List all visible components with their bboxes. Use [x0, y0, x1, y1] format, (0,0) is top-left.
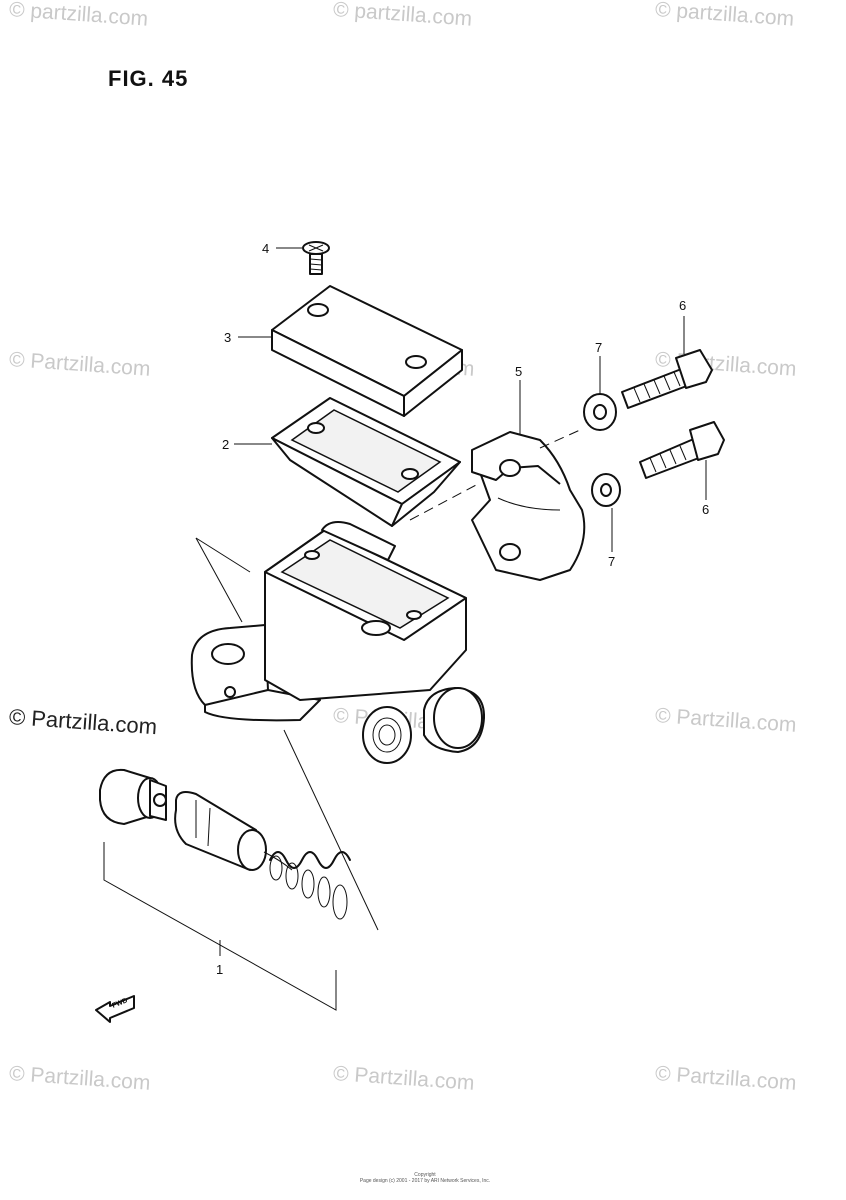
dashed-axis — [539, 429, 581, 449]
footer: Copyright Page design (c) 2001 - 2017 by… — [330, 1172, 520, 1184]
footer-credit: Page design (c) 2001 - 2017 by ARI Netwo… — [359, 1178, 491, 1184]
spring-part — [269, 851, 351, 920]
diaphragm-part — [271, 397, 461, 527]
master-cylinder-body — [190, 521, 486, 764]
dashed-axis — [195, 537, 243, 623]
callout-5: 5 — [515, 364, 523, 379]
dashed-axis — [283, 729, 379, 931]
footer-copyright: Copyright — [414, 1172, 436, 1178]
callout-1: 1 — [216, 962, 224, 977]
bracket-line — [103, 842, 337, 1011]
callout-7-top: 7 — [595, 340, 603, 355]
clamp-part — [471, 431, 586, 581]
callout-4: 4 — [262, 241, 270, 256]
callout-2: 2 — [222, 437, 230, 452]
callout-6-bottom: 6 — [702, 502, 710, 517]
fwd-arrow-icon — [95, 995, 135, 1023]
reservoir-cap-part — [271, 285, 463, 417]
callout-6-top: 6 — [679, 298, 687, 313]
screw-part — [302, 241, 330, 275]
dashed-axis — [409, 483, 479, 521]
callout-7-bottom: 7 — [608, 554, 616, 569]
figure-title: FIG. 45 — [108, 66, 189, 91]
washer-part — [591, 473, 621, 507]
dashed-axis — [195, 537, 251, 573]
bolt-part — [639, 421, 725, 479]
bolt-part — [621, 349, 713, 409]
piston-assembly-part — [99, 768, 293, 871]
washer-part — [583, 393, 617, 431]
callout-3: 3 — [224, 330, 232, 345]
